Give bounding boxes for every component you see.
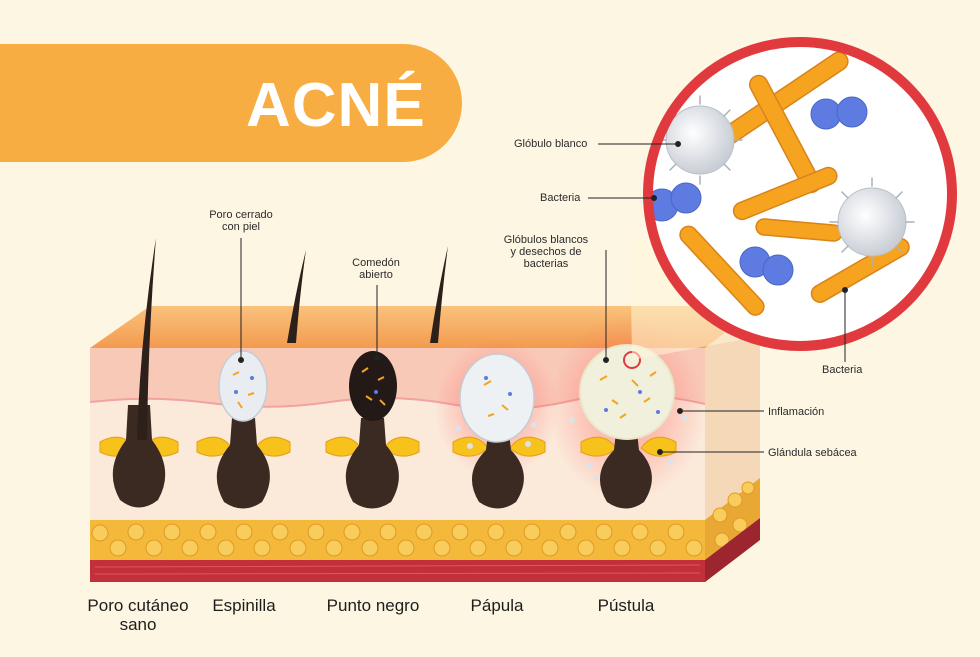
papule-sac <box>459 353 535 443</box>
hair-3 <box>430 246 448 343</box>
bacteria-rods <box>679 51 910 316</box>
label-open-comedo: Comedón abierto <box>336 257 416 281</box>
caption-healthy-line2: sano <box>119 615 157 634</box>
whitehead-cocci <box>234 376 254 394</box>
caption-whitehead: Espinilla <box>212 596 276 615</box>
label-white-cell: Glóbulo blanco <box>514 138 588 150</box>
caption-pustule: Pústula <box>597 596 655 615</box>
label-open-comedo-line1: Comedón <box>352 257 400 269</box>
label-inflammation: Inflamación <box>768 406 825 418</box>
label-open-comedo-line2: abierto <box>359 269 393 281</box>
leader-lines <box>238 141 848 455</box>
label-wbc-debris-line3: bacterias <box>523 258 569 270</box>
fat-layer <box>90 520 705 562</box>
label-bacteria-top: Bacteria <box>540 192 581 204</box>
pustule-bacteria <box>599 371 657 419</box>
label-closed-pore-line2: con piel <box>222 221 260 233</box>
healthy-hair <box>137 238 156 440</box>
caption-healthy-line1: Poro cutáneo <box>87 596 189 615</box>
muscle-side-face <box>705 518 760 582</box>
label-closed-pore-line1: Poro cerrado <box>209 209 273 221</box>
papule-bacteria <box>483 380 509 417</box>
pustule-cocci <box>604 390 660 414</box>
label-closed-pore: Poro cerrado con piel <box>196 209 286 233</box>
pustule-white-cells <box>569 415 687 481</box>
blackhead-plug <box>349 351 397 421</box>
wbc-large-top <box>657 95 743 185</box>
muscle-fibers <box>94 564 701 575</box>
whitehead-plug <box>218 350 268 422</box>
label-wbc-debris-line1: Glóbulos blancos <box>503 234 589 246</box>
label-wbc-debris: Glóbulos blancos y desechos de bacterias <box>494 234 598 270</box>
magnifier-ring <box>643 37 957 351</box>
caption-healthy-pore: Poro cutáneo sano <box>68 596 208 634</box>
label-sebaceous-gland: Glándula sebácea <box>768 447 857 459</box>
caption-blackhead: Punto negro <box>326 596 420 615</box>
label-bacteria-bottom: Bacteria <box>822 364 863 376</box>
fat-cells <box>91 481 755 557</box>
label-wbc-debris-line2: y desechos de <box>510 246 582 258</box>
pustule-sac <box>579 344 675 440</box>
blackhead-cocci <box>374 390 378 394</box>
papule-white-cells <box>455 422 537 449</box>
papule-cocci <box>484 376 512 396</box>
wbc-large-right <box>829 177 915 267</box>
caption-papule: Pápula <box>470 596 524 615</box>
muscle-layer <box>90 560 705 582</box>
hair-2 <box>287 250 306 343</box>
page-title: ACNÉ <box>246 71 426 140</box>
blackhead-bacteria <box>361 367 386 406</box>
whitehead-bacteria <box>232 371 255 409</box>
hair-follicles <box>112 405 652 509</box>
title-banner <box>0 44 462 162</box>
